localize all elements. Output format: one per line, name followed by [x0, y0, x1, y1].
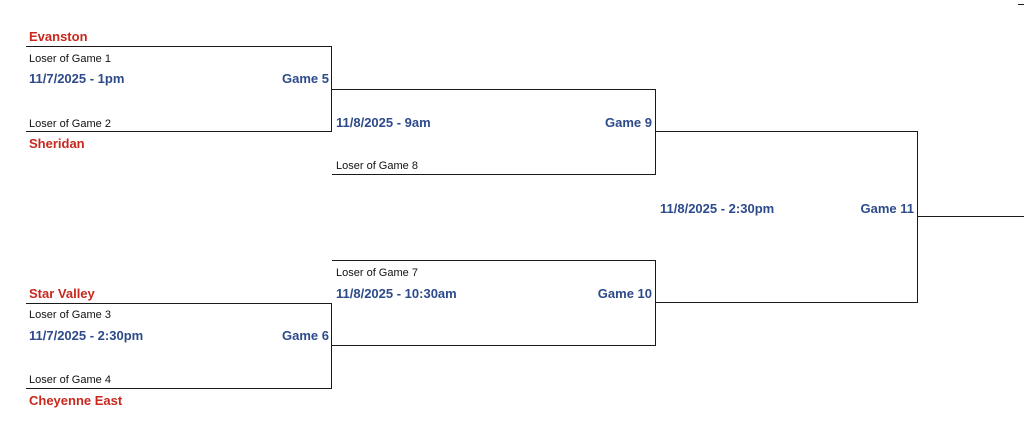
game6-top-slot: Loser of Game 3 — [29, 309, 111, 321]
game9-bottom-line — [332, 174, 656, 175]
game5-top-slot: Loser of Game 1 — [29, 53, 111, 65]
team-sheridan: Sheridan — [29, 136, 85, 151]
game5-bottom-slot: Loser of Game 2 — [29, 118, 111, 130]
game5-label: Game 5 — [282, 71, 329, 86]
team-evanston: Evanston — [29, 29, 88, 44]
game10-label: Game 10 — [597, 286, 652, 301]
game11-top-line — [656, 131, 918, 132]
game5-bottom-line — [26, 131, 332, 132]
game6-datetime: 11/7/2025 - 2:30pm — [29, 328, 144, 343]
team-cheyenne-east: Cheyenne East — [29, 393, 123, 408]
game9-datetime: 11/8/2025 - 9am — [336, 115, 431, 130]
game6-label: Game 6 — [282, 328, 329, 343]
game10-top-slot: Loser of Game 7 — [336, 267, 418, 279]
game11-label: Game 11 — [860, 201, 915, 216]
game9-label: Game 9 — [605, 115, 652, 130]
game10-datetime: 11/8/2025 - 10:30am — [336, 286, 457, 301]
game10-bottom-line — [332, 345, 656, 346]
game10-connector — [655, 260, 656, 346]
game5-connector — [331, 46, 332, 132]
game10-top-line — [332, 260, 656, 261]
game6-top-line — [26, 303, 332, 304]
game9-top-line — [332, 89, 656, 90]
corner-tick — [1018, 4, 1024, 5]
game11-connector — [917, 131, 918, 303]
team-star-valley: Star Valley — [29, 286, 95, 301]
game6-connector — [331, 303, 332, 389]
game6-bottom-slot: Loser of Game 4 — [29, 374, 111, 386]
game11-bottom-line — [656, 302, 918, 303]
game5-top-line — [26, 46, 332, 47]
game11-datetime: 11/8/2025 - 2:30pm — [660, 201, 775, 216]
game6-bottom-line — [26, 388, 332, 389]
game9-connector — [655, 89, 656, 175]
game11-winner-line — [917, 216, 1024, 217]
game9-bottom-slot: Loser of Game 8 — [336, 160, 418, 172]
game5-datetime: 11/7/2025 - 1pm — [29, 71, 125, 86]
